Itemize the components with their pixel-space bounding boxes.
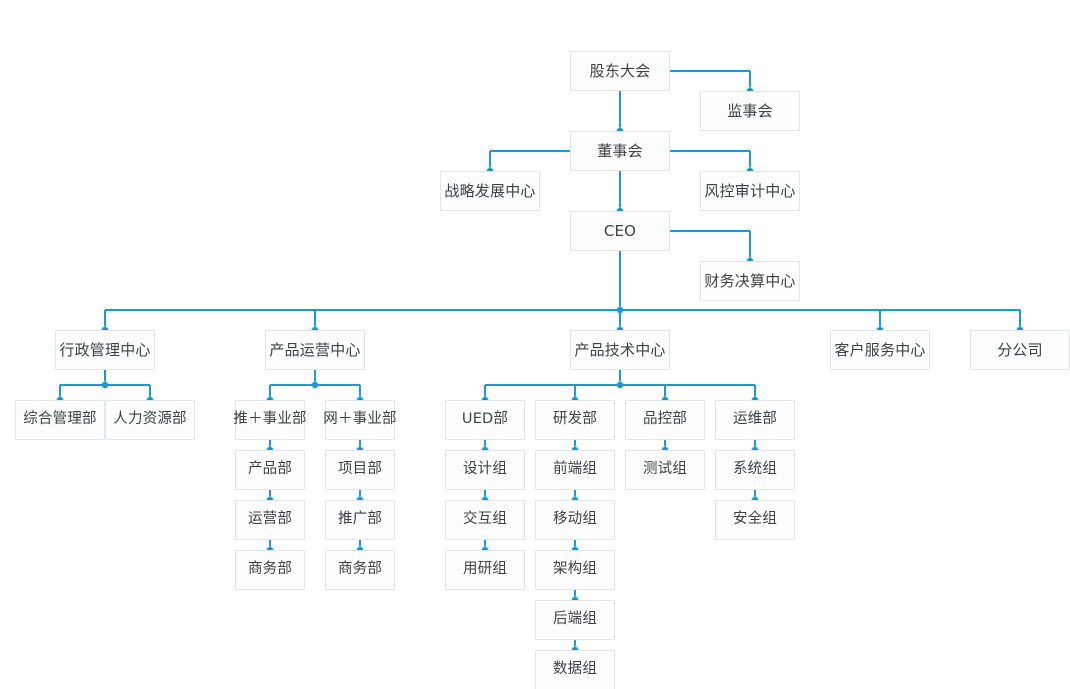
org-node-label: 产品技术中心 <box>574 341 666 359</box>
org-node-d1[interactable]: 行政管理中心 <box>55 330 155 370</box>
org-node-label: 战略发展中心 <box>444 182 536 200</box>
org-node-c4[interactable]: 商务部 <box>325 550 395 590</box>
org-node-label: 董事会 <box>597 142 643 160</box>
org-node-f5[interactable]: 后端组 <box>535 600 615 640</box>
org-node-n5[interactable]: 风控审计中心 <box>700 171 800 211</box>
org-node-label: 测试组 <box>642 461 688 478</box>
org-node-d2[interactable]: 产品运营中心 <box>265 330 365 370</box>
org-node-label: 风控审计中心 <box>704 182 796 200</box>
org-node-b4[interactable]: 商务部 <box>235 550 305 590</box>
org-node-h1[interactable]: 运维部 <box>715 400 795 440</box>
org-node-label: 前端组 <box>552 461 598 478</box>
org-node-e3[interactable]: 交互组 <box>445 500 525 540</box>
org-node-a1[interactable]: 综合管理部 <box>15 400 105 440</box>
org-node-n4[interactable]: 战略发展中心 <box>440 171 540 211</box>
org-node-label: 品控部 <box>642 411 688 428</box>
org-node-label: 产品运营中心 <box>269 341 361 359</box>
org-node-f6[interactable]: 数据组 <box>535 650 615 689</box>
org-node-label: 架构组 <box>552 561 598 578</box>
org-node-h2[interactable]: 系统组 <box>715 450 795 490</box>
org-node-label: 网＋事业部 <box>323 411 397 428</box>
org-node-h3[interactable]: 安全组 <box>715 500 795 540</box>
org-node-d4[interactable]: 客户服务中心 <box>830 330 930 370</box>
org-node-n2[interactable]: 监事会 <box>700 91 800 131</box>
org-node-label: 系统组 <box>732 461 778 478</box>
org-node-b1[interactable]: 推＋事业部 <box>233 400 307 440</box>
org-node-n6[interactable]: CEO <box>570 211 670 251</box>
org-node-label: 移动组 <box>552 511 598 528</box>
org-node-f4[interactable]: 架构组 <box>535 550 615 590</box>
org-node-e2[interactable]: 设计组 <box>445 450 525 490</box>
org-node-b2[interactable]: 产品部 <box>235 450 305 490</box>
org-node-label: 后端组 <box>552 611 598 628</box>
org-node-label: 推＋事业部 <box>233 411 307 428</box>
org-node-label: 股东大会 <box>589 62 651 80</box>
org-node-label: 客户服务中心 <box>834 341 926 359</box>
org-node-label: 安全组 <box>732 511 778 528</box>
org-node-label: 商务部 <box>337 561 383 578</box>
org-node-e1[interactable]: UED部 <box>445 400 525 440</box>
org-node-b3[interactable]: 运营部 <box>235 500 305 540</box>
org-node-n7[interactable]: 财务决算中心 <box>700 261 800 301</box>
org-node-f1[interactable]: 研发部 <box>535 400 615 440</box>
org-node-label: CEO <box>603 222 637 240</box>
org-node-label: 数据组 <box>552 661 598 678</box>
org-node-g1[interactable]: 品控部 <box>625 400 705 440</box>
org-node-label: 监事会 <box>727 102 773 120</box>
org-node-n1[interactable]: 股东大会 <box>570 51 670 91</box>
org-node-label: 产品部 <box>247 461 293 478</box>
org-node-label: 项目部 <box>337 461 383 478</box>
org-node-label: 推广部 <box>337 511 383 528</box>
org-node-c3[interactable]: 推广部 <box>325 500 395 540</box>
org-node-label: 商务部 <box>247 561 293 578</box>
org-node-f3[interactable]: 移动组 <box>535 500 615 540</box>
org-node-e4[interactable]: 用研组 <box>445 550 525 590</box>
org-node-label: UED部 <box>461 411 509 428</box>
org-node-label: 交互组 <box>462 511 508 528</box>
org-node-n3[interactable]: 董事会 <box>570 131 670 171</box>
org-node-f2[interactable]: 前端组 <box>535 450 615 490</box>
org-node-c1[interactable]: 网＋事业部 <box>323 400 397 440</box>
org-node-label: 人力资源部 <box>113 411 187 428</box>
org-node-c2[interactable]: 项目部 <box>325 450 395 490</box>
org-node-label: 综合管理部 <box>23 411 97 428</box>
org-node-label: 设计组 <box>462 461 508 478</box>
org-node-label: 分公司 <box>997 341 1043 359</box>
org-node-label: 行政管理中心 <box>59 341 151 359</box>
org-node-d5[interactable]: 分公司 <box>970 330 1070 370</box>
org-node-d3[interactable]: 产品技术中心 <box>570 330 670 370</box>
org-node-label: 财务决算中心 <box>704 272 796 290</box>
org-node-label: 运维部 <box>732 411 778 428</box>
org-node-g2[interactable]: 测试组 <box>625 450 705 490</box>
org-node-label: 运营部 <box>247 511 293 528</box>
org-node-label: 研发部 <box>552 411 598 428</box>
org-node-label: 用研组 <box>462 561 508 578</box>
org-node-a2[interactable]: 人力资源部 <box>105 400 195 440</box>
